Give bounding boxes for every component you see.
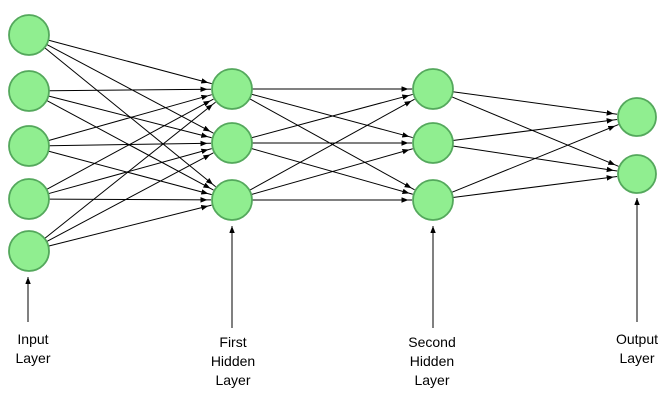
neuron-node-second-hidden	[412, 179, 454, 221]
neuron-node-first-hidden	[211, 122, 253, 164]
connection-arrow	[44, 101, 216, 239]
neuron-node-second-hidden	[412, 122, 454, 164]
connection-arrow	[46, 43, 214, 134]
neuron-node-input	[8, 125, 50, 167]
neuron-node-output	[617, 154, 657, 194]
connection-arrow	[452, 91, 618, 116]
neuron-node-input	[8, 14, 50, 56]
connection-arrow	[452, 118, 618, 141]
neuron-node-input	[8, 230, 50, 272]
connection-arrow	[46, 152, 214, 243]
connection-arrow	[451, 96, 619, 167]
neuron-node-first-hidden	[211, 179, 253, 221]
connection-arrow	[48, 148, 212, 195]
connection-arrow	[251, 148, 413, 196]
neuron-node-second-hidden	[412, 68, 454, 110]
connection-arrow	[451, 124, 619, 193]
neuron-node-input	[8, 70, 50, 112]
connection-arrow	[48, 39, 212, 85]
connection-arrow	[46, 98, 214, 190]
connection-arrow	[48, 95, 212, 139]
connection-arrow	[249, 98, 415, 191]
connection-arrow	[48, 86, 212, 93]
neuron-node-first-hidden	[211, 68, 253, 110]
connection-arrow	[48, 150, 212, 196]
connection-arrow	[46, 100, 214, 191]
connection-arrow	[452, 175, 618, 198]
connection-arrow	[48, 197, 212, 203]
neuron-node-input	[8, 178, 50, 220]
connection-arrow	[48, 94, 212, 142]
connection-arrow	[48, 204, 212, 247]
neuron-node-output	[617, 97, 657, 137]
connection-arrow	[251, 93, 413, 139]
